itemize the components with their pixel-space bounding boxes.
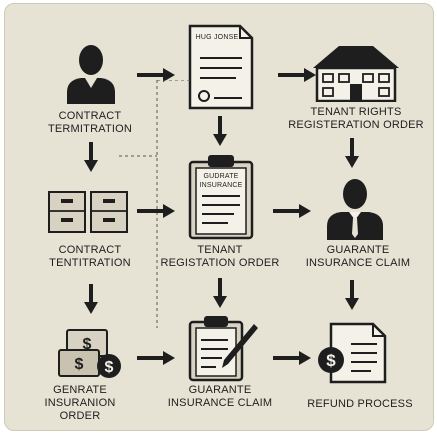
document-title: Hug Jonse — [195, 34, 239, 41]
diagram-canvas: Contract Termitration Hug Jonse Tenant R — [4, 3, 434, 431]
contract-termination-2-label: Contract Tentitration — [49, 244, 131, 269]
svg-text:$: $ — [75, 356, 84, 373]
guarante-claim-2-label: Guarante Insurance Claim — [167, 384, 273, 409]
clipboard-icon: Gudrate Insurance — [188, 152, 254, 240]
money-icon: $ $ $ — [58, 329, 121, 378]
businessman-icon — [327, 179, 383, 240]
arrow-icon — [273, 204, 311, 218]
svg-text:$: $ — [105, 359, 114, 376]
generate-order-label: Genrate Insuranion Order — [44, 384, 116, 422]
document-icon: Hug Jonse — [188, 24, 254, 110]
guarante-claim-label: Guarante Insurance Claim — [305, 244, 411, 269]
tenant-rights-label: Tenant Rights Registeration Order — [288, 106, 424, 131]
contract-termination-label: Contract Termitration — [47, 110, 133, 135]
house-icon — [313, 46, 399, 102]
dashed-connector — [119, 80, 191, 328]
clipboard-pen-icon — [188, 316, 258, 382]
arrow-icon — [273, 351, 311, 365]
arrow-icon — [137, 351, 175, 365]
refund-process-label: Refund Process — [307, 398, 413, 410]
arrow-icon — [345, 280, 359, 310]
clipboard-title: Gudrate Insurance — [199, 173, 243, 189]
arrow-icon — [137, 204, 175, 218]
svg-text:$: $ — [326, 351, 336, 370]
tenant-registration-label: Tenant Registation Order — [160, 244, 280, 269]
invoice-dollar-icon: $ — [318, 322, 387, 384]
person-icon — [67, 45, 115, 104]
arrow-icon — [213, 278, 227, 308]
arrow-icon — [278, 68, 316, 82]
arrow-icon — [84, 142, 98, 172]
arrow-icon — [345, 138, 359, 168]
arrow-icon — [137, 68, 175, 82]
arrow-icon — [84, 284, 98, 314]
filing-cabinet-icon — [48, 191, 128, 233]
svg-text:$: $ — [83, 336, 92, 353]
arrow-icon — [213, 116, 227, 146]
